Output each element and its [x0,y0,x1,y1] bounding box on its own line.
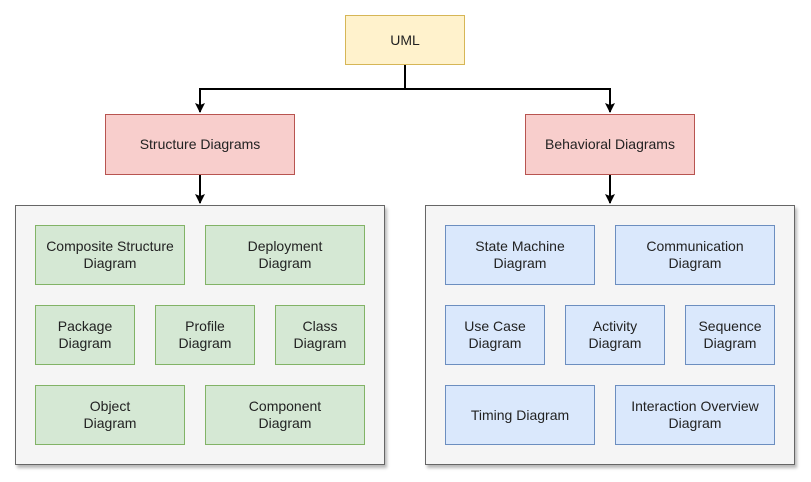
structure-diagrams-node: Structure Diagrams [105,114,295,175]
uml-node: UML [345,15,465,65]
component-diagram-label: Component Diagram [248,398,322,431]
behavioral-item: Sequence Diagram [685,305,775,365]
behavioral-item: Communication Diagram [615,225,775,285]
behavioral-item: Activity Diagram [565,305,665,365]
behavioral-item: Use Case Diagram [445,305,545,365]
activity-diagram-label: Activity Diagram [588,318,642,351]
structure-item: Component Diagram [205,385,365,445]
behavioral-item: Timing Diagram [445,385,595,445]
timing-diagram-label: Timing Diagram [470,406,570,423]
uml-label: UML [390,31,420,48]
object-diagram-label: Object Diagram [83,398,137,431]
sequence-diagram-label: Sequence Diagram [698,318,762,351]
structure-item: Deployment Diagram [205,225,365,285]
structure-item: Object Diagram [35,385,185,445]
class-diagram-label: Class Diagram [293,318,347,351]
communication-diagram-label: Communication Diagram [646,238,744,271]
use-case-diagram-label: Use Case Diagram [464,318,526,351]
interaction-overview-diagram-label: Interaction Overview Diagram [631,398,759,431]
behavioral-diagrams-label: Behavioral Diagrams [545,136,675,152]
state-machine-diagram-label: State Machine Diagram [475,238,565,271]
composite-structure-diagram-label: Composite Structure Diagram [46,238,174,271]
behavioral-diagrams-node: Behavioral Diagrams [525,114,695,175]
package-diagram-label: Package Diagram [57,318,113,351]
behavioral-item: Interaction Overview Diagram [615,385,775,445]
profile-diagram-label: Profile Diagram [178,318,232,351]
behavioral-item: State Machine Diagram [445,225,595,285]
structure-item: Class Diagram [275,305,365,365]
deployment-diagram-label: Deployment Diagram [247,238,323,271]
edge-uml-to-behavioral [404,65,615,113]
structure-item: Package Diagram [35,305,135,365]
structure-diagrams-label: Structure Diagrams [139,136,261,152]
structure-item: Composite Structure Diagram [35,225,185,285]
structure-item: Profile Diagram [155,305,255,365]
edge-uml-to-structure [195,65,406,113]
